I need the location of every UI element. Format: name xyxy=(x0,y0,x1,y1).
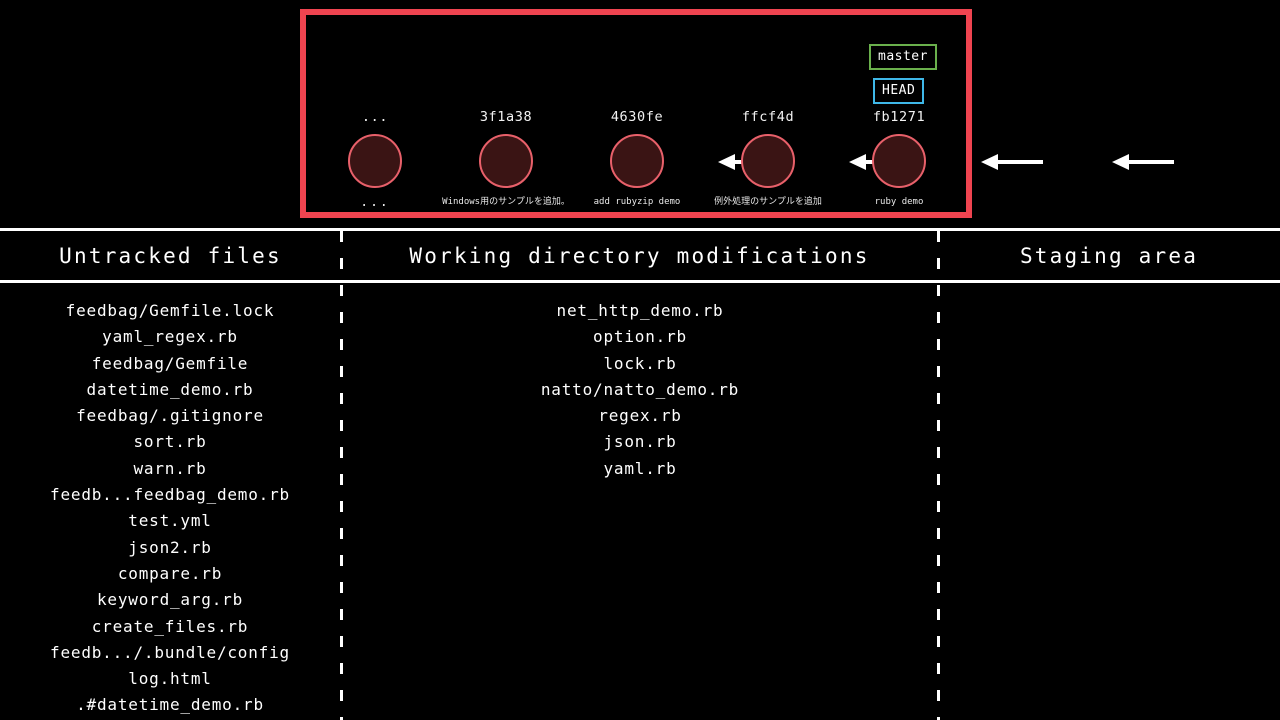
list-item[interactable]: feedbag/Gemfile xyxy=(91,353,249,373)
list-item[interactable]: natto/natto_demo.rb xyxy=(540,379,740,399)
list-item[interactable]: keyword_arg.rb xyxy=(96,590,244,610)
list-item[interactable]: datetime_demo.rb xyxy=(86,379,254,399)
list-item[interactable]: create_files.rb xyxy=(91,616,249,636)
column-divider-left xyxy=(340,231,343,720)
untracked-files-list: feedbag/Gemfile.lock yaml_regex.rb feedb… xyxy=(0,280,340,719)
list-item[interactable]: test.yml xyxy=(128,511,212,531)
commit-hash: fb1271 xyxy=(872,109,926,125)
commit-circle-icon[interactable] xyxy=(741,134,795,188)
commit-circle-icon[interactable] xyxy=(479,134,533,188)
list-item[interactable]: .#datetime_demo.rb xyxy=(76,695,264,715)
commit-hash: ffcf4d xyxy=(741,109,795,125)
list-item[interactable]: compare.rb xyxy=(117,563,223,583)
header-top-rule xyxy=(0,228,1280,231)
list-item[interactable]: regex.rb xyxy=(598,406,682,426)
arrow-head-icon xyxy=(1112,154,1129,170)
column-divider-right xyxy=(937,231,940,720)
commit-message: add rubyzip demo xyxy=(593,197,681,207)
list-item[interactable]: feedbag/Gemfile.lock xyxy=(65,301,275,320)
status-columns: Untracked files Working directory modifi… xyxy=(0,228,1280,720)
list-item[interactable]: json.rb xyxy=(603,432,677,452)
list-item[interactable]: yaml_regex.rb xyxy=(102,327,238,347)
list-item[interactable]: lock.rb xyxy=(603,353,677,373)
list-item[interactable]: sort.rb xyxy=(133,432,207,452)
arrow-head-icon xyxy=(849,154,866,170)
working-directory-modifications-list: net_http_demo.rb option.rb lock.rb natto… xyxy=(343,280,937,482)
commit-message: 例外処理のサンプルを追加 xyxy=(714,197,822,207)
list-item[interactable]: yaml.rb xyxy=(603,458,677,478)
list-item[interactable]: feedb...feedbag_demo.rb xyxy=(50,485,290,505)
list-item[interactable]: feedb.../.bundle/config xyxy=(50,642,290,662)
arrow-shaft xyxy=(1124,160,1174,164)
commit-graph-canvas: master HEAD ... ... 3f1a38 Windows xyxy=(306,15,1174,212)
arrow-shaft xyxy=(993,160,1043,164)
list-item[interactable]: feedbag/.gitignore xyxy=(76,406,264,426)
commit-hash: 3f1a38 xyxy=(479,109,533,125)
commit-circle-icon[interactable] xyxy=(872,134,926,188)
list-item[interactable]: log.html xyxy=(128,669,212,689)
commit-message: ruby demo xyxy=(874,197,924,207)
list-item[interactable]: warn.rb xyxy=(133,458,207,478)
commit-message: Windows用のサンプルを追加。 xyxy=(442,197,570,207)
staging-area-list xyxy=(940,280,1280,298)
commit-circle-icon[interactable] xyxy=(348,134,402,188)
column-header-untracked-files: Untracked files xyxy=(59,243,282,268)
header-bottom-rule xyxy=(0,280,1280,283)
column-header-staging-area: Staging area xyxy=(1019,243,1199,268)
commit-circle-icon[interactable] xyxy=(610,134,664,188)
commit-arrow-4 xyxy=(1112,154,1174,170)
arrow-head-icon xyxy=(981,154,998,170)
arrow-head-icon xyxy=(718,154,735,170)
commit-arrow-3 xyxy=(981,154,1043,170)
list-item[interactable]: json2.rb xyxy=(128,537,212,557)
list-item[interactable]: net_http_demo.rb xyxy=(556,301,724,320)
list-item[interactable]: option.rb xyxy=(593,327,687,347)
ref-badge-head[interactable]: HEAD xyxy=(873,78,925,104)
ref-badge-master[interactable]: master xyxy=(869,44,937,70)
commit-hash: 4630fe xyxy=(610,109,664,125)
commit-graph-panel: master HEAD ... ... 3f1a38 Windows xyxy=(300,9,1174,218)
commit-message: ... xyxy=(360,195,390,210)
commit-hash: ... xyxy=(361,109,389,125)
column-header-working-directory-modifications: Working directory modifications xyxy=(409,243,870,268)
